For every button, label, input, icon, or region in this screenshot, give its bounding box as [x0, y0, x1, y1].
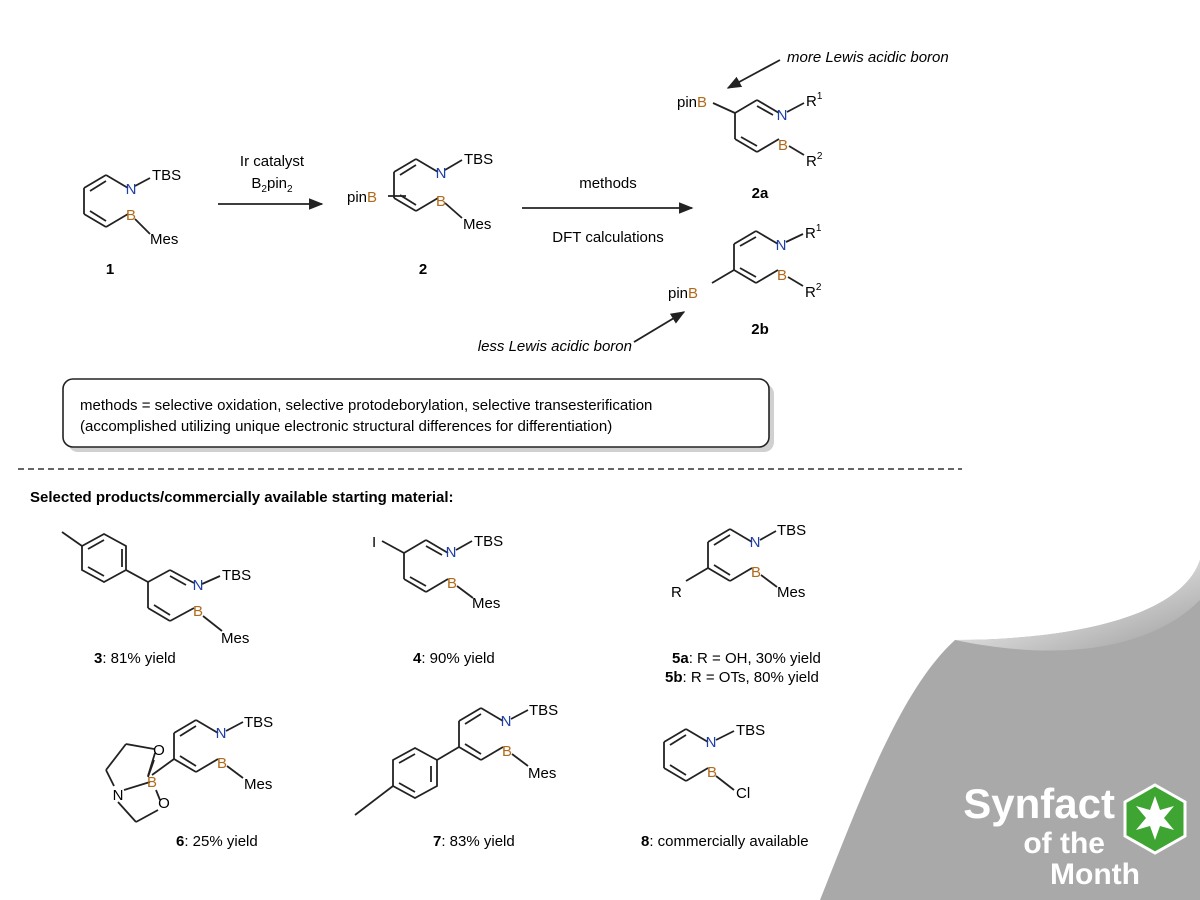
- atom-o: O: [153, 742, 165, 759]
- b-substituent: Mes: [463, 216, 491, 233]
- reaction-arrow-1: Ir catalyst B2pin2: [218, 153, 324, 210]
- atom-n: N: [126, 181, 137, 198]
- atom-n: N: [750, 534, 761, 551]
- compound-1: N B TBS Mes 1: [83, 167, 181, 278]
- product-caption-5a: 5a: R = OH, 30% yield: [672, 650, 821, 667]
- compound-2: N B TBS Mes pinB 2: [347, 151, 493, 278]
- methods-box: methods = selective oxidation, selective…: [62, 378, 774, 452]
- b-substituent: Mes: [150, 231, 178, 248]
- methods-line-1: methods = selective oxidation, selective…: [80, 397, 652, 414]
- reagent-catalyst: Ir catalyst: [240, 153, 305, 170]
- badge-line-3: Month: [1050, 858, 1140, 891]
- arrow-label-methods: methods: [579, 175, 637, 192]
- n-substituent: TBS: [474, 533, 503, 550]
- compound-number: 1: [106, 261, 114, 278]
- atom-n: N: [777, 107, 788, 124]
- compound-number: 2: [419, 261, 427, 278]
- product-caption: 3: 81% yield: [94, 650, 176, 667]
- atom-b: B: [777, 267, 787, 284]
- atom-b: B: [778, 137, 788, 154]
- annotation-text: less Lewis acidic boron: [478, 338, 632, 355]
- atom-b: B: [126, 207, 136, 224]
- atom-b: B: [217, 755, 227, 772]
- n-substituent: TBS: [736, 722, 765, 739]
- compound-number: 2b: [751, 321, 769, 338]
- product-caption: 4: 90% yield: [413, 650, 495, 667]
- products-heading: Selected products/commercially available…: [30, 489, 454, 506]
- synfact-badge: Synfact of the Month: [963, 780, 1187, 891]
- badge-line-2: of the: [1023, 827, 1105, 860]
- compound-2b: N B R1 R2 pinB 2b: [668, 223, 822, 338]
- atom-b: B: [707, 764, 717, 781]
- atom-b: B: [502, 743, 512, 760]
- atom-n: N: [216, 725, 227, 742]
- atom-n: N: [776, 237, 787, 254]
- atom-n: N: [706, 734, 717, 751]
- atom-b: B: [751, 564, 761, 581]
- n-substituent: TBS: [244, 714, 273, 731]
- ring-substituent: R: [671, 584, 682, 601]
- reagent-b2pin2: B2pin2: [251, 175, 293, 195]
- product-8: N B TBS Cl 8: commercially available: [641, 722, 809, 850]
- r2-substituent: R2: [806, 151, 823, 170]
- product-4: N B TBS Mes I 4: 90% yield: [372, 533, 503, 667]
- b-substituent: Mes: [221, 630, 249, 647]
- product-caption-5b: 5b: R = OTs, 80% yield: [665, 669, 819, 686]
- annotation-text: more Lewis acidic boron: [787, 49, 949, 66]
- atom-b-spiro: B: [147, 774, 157, 791]
- atom-n-spiro: N: [113, 787, 124, 804]
- reaction-arrow-2: methods DFT calculations: [522, 175, 694, 246]
- page-curl: [820, 560, 1200, 900]
- r1-substituent: R1: [806, 91, 823, 110]
- n-substituent: TBS: [529, 702, 558, 719]
- ring-substituent: pinB: [347, 189, 377, 206]
- product-3: N B TBS Mes 3: 81% yield: [61, 531, 251, 667]
- atom-b: B: [436, 193, 446, 210]
- atom-n: N: [436, 165, 447, 182]
- product-caption: 8: commercially available: [641, 833, 809, 850]
- annotation-less-lewis-acidic: less Lewis acidic boron: [478, 311, 686, 355]
- ring-substituent: I: [372, 534, 376, 551]
- atom-b: B: [447, 575, 457, 592]
- n-substituent: TBS: [222, 567, 251, 584]
- badge-title: Synfact: [963, 780, 1115, 827]
- atom-n: N: [446, 544, 457, 561]
- ring-substituent: pinB: [668, 285, 698, 302]
- b-substituent: Mes: [777, 584, 805, 601]
- atom-n: N: [193, 577, 204, 594]
- n-substituent: TBS: [152, 167, 181, 184]
- atom-o: O: [158, 795, 170, 812]
- r1-substituent: R1: [805, 223, 822, 242]
- r2-substituent: R2: [805, 282, 822, 301]
- b-substituent: Mes: [244, 776, 272, 793]
- synfact-hexagon-logo-icon: [1123, 783, 1187, 855]
- atom-n: N: [501, 713, 512, 730]
- arrow-label-dft: DFT calculations: [552, 229, 663, 246]
- ring-substituent: pinB: [677, 94, 707, 111]
- n-substituent: TBS: [464, 151, 493, 168]
- annotation-more-lewis-acidic: more Lewis acidic boron: [726, 49, 949, 89]
- product-caption: 6: 25% yield: [176, 833, 258, 850]
- product-caption: 7: 83% yield: [433, 833, 515, 850]
- compound-number: 2a: [752, 185, 769, 202]
- product-5: N B TBS Mes R 5a: R = OH, 30% yield 5b: …: [665, 522, 821, 686]
- b-substituent: Mes: [528, 765, 556, 782]
- product-6: O B N O N B TBS Mes 6: 25% yield: [105, 714, 273, 850]
- b-substituent: Mes: [472, 595, 500, 612]
- n-substituent: TBS: [777, 522, 806, 539]
- methods-line-2: (accomplished utilizing unique electroni…: [80, 418, 612, 435]
- compound-2a: N B R1 R2 pinB 2a: [677, 91, 823, 202]
- product-7: N B TBS Mes 7: 83% yield: [354, 702, 558, 850]
- b-substituent: Cl: [736, 785, 750, 802]
- atom-b: B: [193, 603, 203, 620]
